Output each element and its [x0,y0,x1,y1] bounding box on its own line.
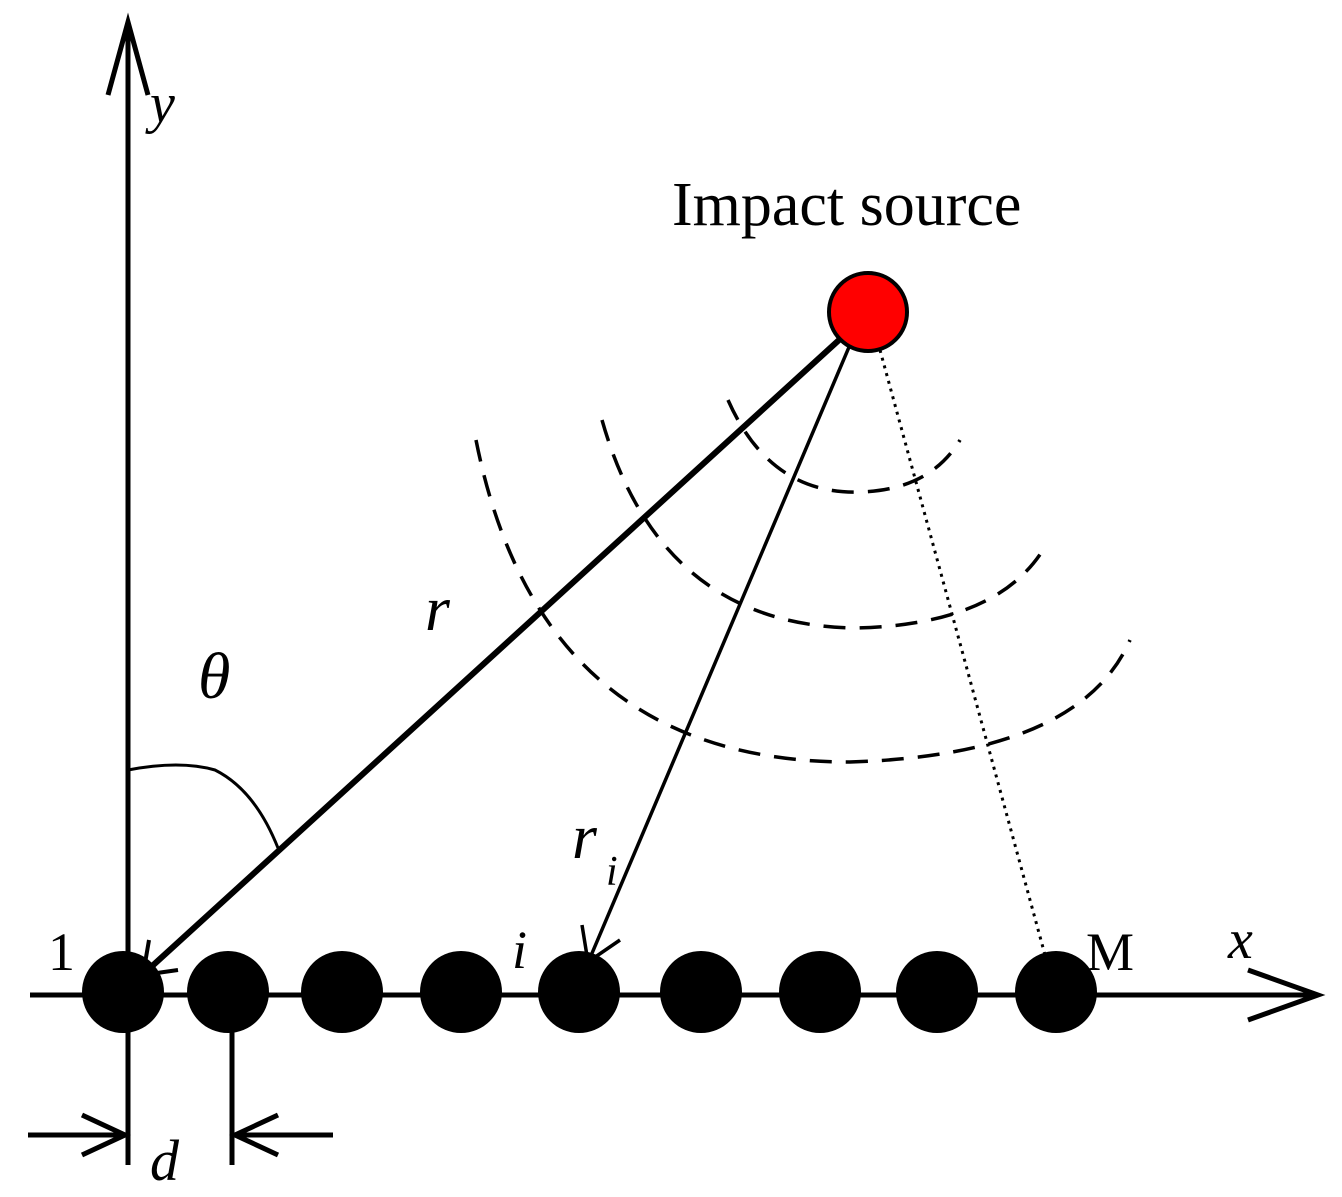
distance-rM-dotted-line [878,349,1047,956]
sensor-i-label: i [512,920,527,980]
wavefront-arc-2 [600,419,1048,630]
sensor-3 [301,951,383,1033]
x-axis-label: x [1227,909,1253,971]
y-axis-label: y [145,73,175,135]
r-label: r [425,573,451,644]
spacing-arrow-right-head [229,1112,280,1158]
sensor-1-label: 1 [48,922,75,982]
sensor-4 [420,951,502,1033]
distance-ri-line [580,339,854,966]
x-axis-arrowhead [1247,967,1326,1023]
spacing-arrow-left-head [80,1112,131,1158]
theta-label: θ [198,640,230,713]
sensor-i [538,951,620,1033]
sensor-array [82,951,1097,1033]
sensor-M-label: M [1086,922,1134,982]
sensor-2 [187,951,269,1033]
theta-angle-arc [127,763,280,849]
wavefront-arc-1 [726,399,962,494]
spacing-dimension [28,1030,333,1165]
y-axis-arrowhead [105,12,151,96]
impact-source-label: Impact source [672,171,1021,239]
y-axis [105,12,151,1000]
distance-r-line [140,327,853,978]
ri-subscript-label: i [606,849,618,895]
sensor-M [1015,951,1097,1033]
sensor-6 [660,951,742,1033]
wavefront-arc-3 [474,439,1132,764]
impact-source-marker [827,271,909,353]
sensor-8 [896,951,978,1033]
ri-label: r [572,801,598,872]
spacing-d-label: d [150,1128,180,1193]
sensor-7 [779,951,861,1033]
sensor-1 [82,951,164,1033]
